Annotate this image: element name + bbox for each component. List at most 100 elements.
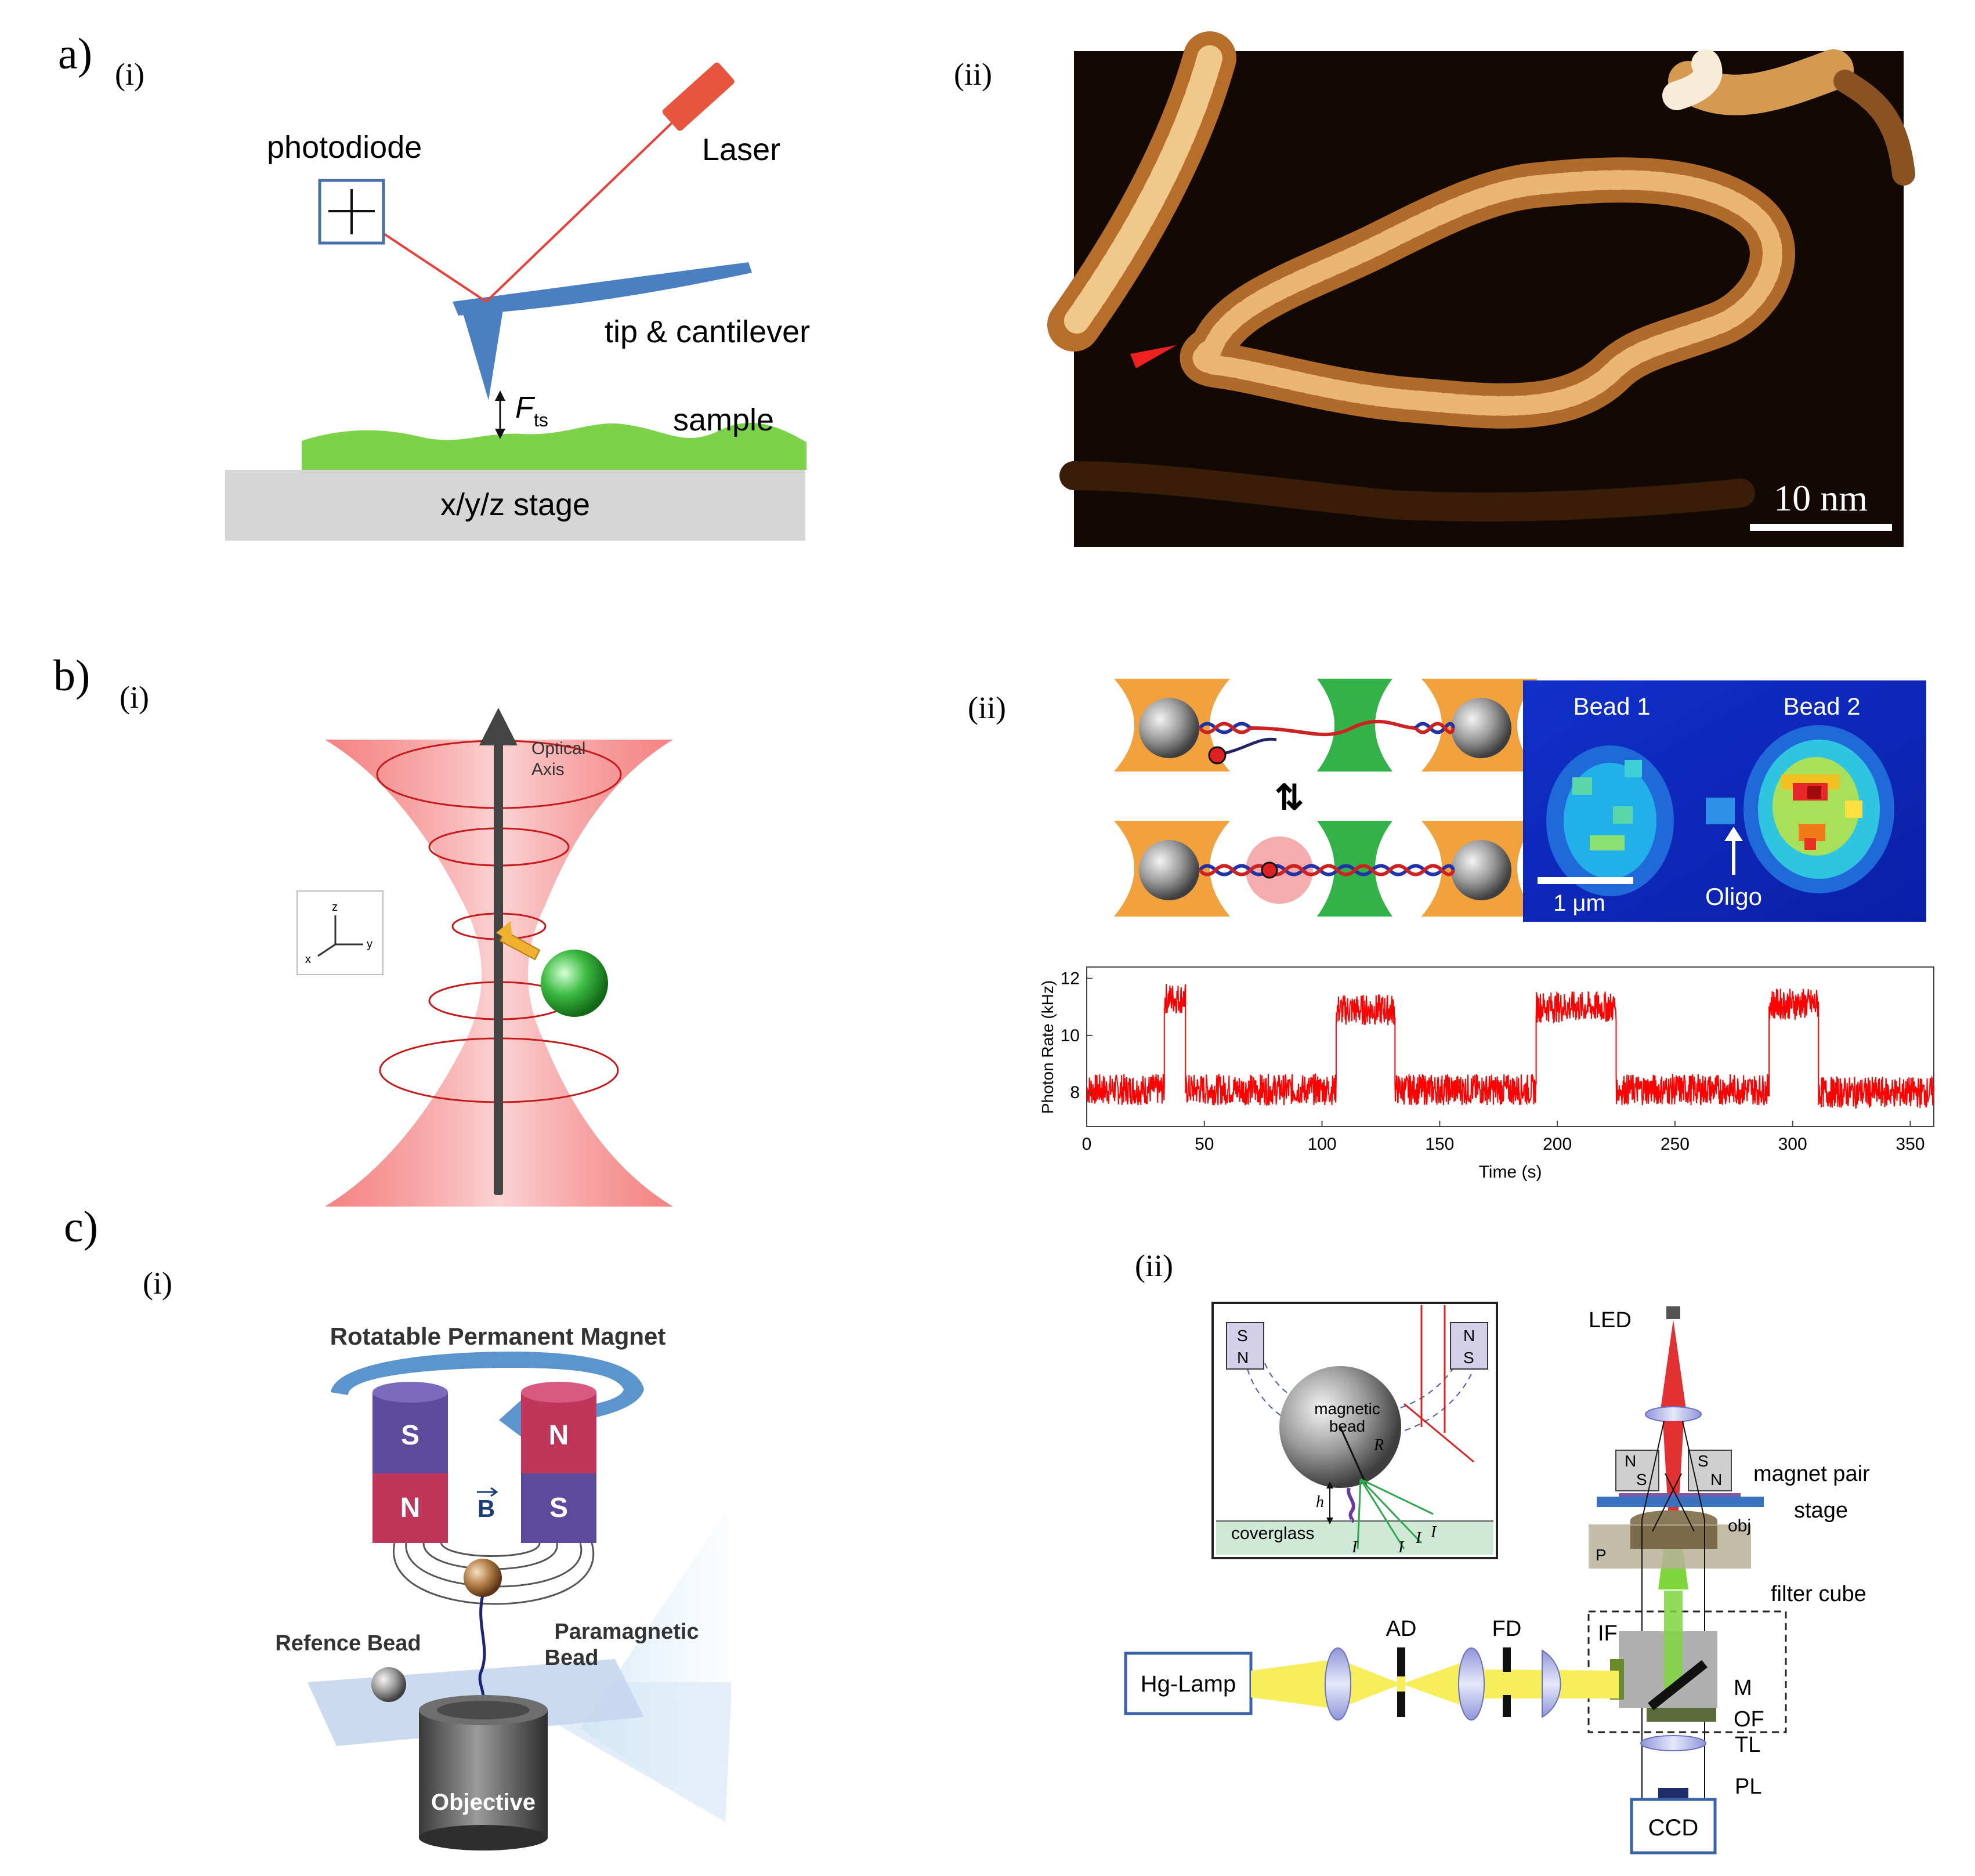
dichroic-mirror xyxy=(1648,1660,1708,1711)
magnet-pair: N S S N xyxy=(1615,1450,1732,1491)
x-tick-label: 250 xyxy=(1661,1135,1690,1154)
photodiode-label: photodiode xyxy=(267,130,422,165)
panel-b-letter: b) xyxy=(53,651,90,700)
panel-b: b) (i) Optical Axis z xyxy=(53,651,1934,1207)
axis-z-label: z xyxy=(332,901,338,914)
reference-bead xyxy=(371,1667,406,1702)
laser-label: Laser xyxy=(702,132,780,167)
oligo-blob xyxy=(1706,798,1735,824)
OF-label: OF xyxy=(1734,1707,1764,1732)
equilibrium-arrows: ⇅ xyxy=(1275,778,1304,817)
series-line-0 xyxy=(1086,984,1934,1109)
pair-right-S: S xyxy=(1698,1452,1709,1470)
P-label: P xyxy=(1596,1546,1607,1564)
ccd-label: CCD xyxy=(1648,1815,1699,1841)
AD-label: AD xyxy=(1386,1617,1417,1641)
bead-2-label: Bead 2 xyxy=(1783,693,1860,720)
y-tick-label: 10 xyxy=(1061,1026,1080,1045)
panel-c-letter: c) xyxy=(64,1203,98,1251)
afm-tip xyxy=(461,306,504,400)
FD-label: FD xyxy=(1492,1617,1522,1641)
optical-axis-label-1: Optical xyxy=(531,739,585,758)
x-tick-label: 350 xyxy=(1896,1135,1925,1154)
cantilever xyxy=(453,262,752,316)
afm-scalebar-label: 10 nm xyxy=(1774,477,1868,519)
inset-I0-b: I xyxy=(1398,1538,1405,1556)
heatmap-scalebar xyxy=(1538,877,1633,884)
panel-a-letter: a) xyxy=(58,30,92,78)
inset-magnet-right-N: N xyxy=(1463,1327,1475,1345)
panel-a-i-label: (i) xyxy=(115,57,144,92)
microscope-setup: LED N S S N magnet pair stage obj P xyxy=(1124,1306,1870,1855)
optical-axis-line xyxy=(494,737,503,1195)
coverglass-label: coverglass xyxy=(1231,1524,1314,1543)
pair-right-N: N xyxy=(1710,1471,1722,1489)
panel-a: a) (i) x/y/z stage sample F ts tip & can… xyxy=(58,30,1915,547)
dna-tether xyxy=(478,1595,486,1704)
force-subscript: ts xyxy=(534,410,548,430)
x-tick-label: 0 xyxy=(1082,1135,1092,1154)
x-tick-label: 150 xyxy=(1425,1135,1454,1154)
paramagnetic-bead xyxy=(464,1559,502,1597)
inset-bead-label-2: bead xyxy=(1329,1417,1365,1435)
tube-lens xyxy=(1640,1735,1706,1751)
afm-scalebar xyxy=(1750,524,1892,531)
field-vector-arrow xyxy=(477,1487,498,1497)
inset-I2: I xyxy=(1430,1523,1437,1541)
laser-icon xyxy=(662,62,735,131)
bead-heatmap: Bead 1 Bead 2 Oligo 1 μm xyxy=(1523,680,1926,922)
magnet-right: N S xyxy=(521,1382,596,1543)
axis-x-label: x xyxy=(305,953,311,966)
hg-lamp-box xyxy=(1124,1652,1253,1715)
magnet-right-S: S xyxy=(549,1493,568,1523)
afm-image: 10 nm xyxy=(1047,31,1915,547)
stage-plate xyxy=(1597,1497,1764,1507)
inset-I0-a: I xyxy=(1351,1538,1358,1556)
IF-label: IF xyxy=(1598,1621,1618,1646)
pair-left-S: S xyxy=(1636,1471,1647,1489)
x-tick-label: 50 xyxy=(1195,1135,1214,1154)
dumbbell-schematic: ⇅ xyxy=(1114,679,1538,917)
sample-label: sample xyxy=(673,403,774,437)
filter-cube-label: filter cube xyxy=(1771,1582,1867,1606)
x-tick-label: 200 xyxy=(1543,1135,1572,1154)
lamp-lens-1 xyxy=(1325,1647,1351,1721)
polarizer xyxy=(1658,1788,1688,1799)
chart-ylabel: Photon Rate (kHz) xyxy=(1039,980,1057,1114)
force-label: F xyxy=(515,391,536,425)
magnetic-tweezers: Rotatable Permanent Magnet S N N S xyxy=(275,1323,731,1850)
panel-b-i-label: (i) xyxy=(120,680,149,715)
pair-left-N: N xyxy=(1625,1452,1636,1470)
bead-2-blob xyxy=(1744,725,1894,893)
magnet-left-S: S xyxy=(401,1420,419,1451)
panel-a-ii-label: (ii) xyxy=(954,57,992,92)
field-B-label: B xyxy=(478,1495,495,1522)
x-tick-label: 300 xyxy=(1778,1135,1807,1154)
PL-label: PL xyxy=(1735,1774,1761,1799)
cantilever-label: tip & cantilever xyxy=(605,314,810,349)
ccd-box xyxy=(1630,1798,1717,1855)
bead-1-label: Bead 1 xyxy=(1573,693,1650,720)
magnet-title: Rotatable Permanent Magnet xyxy=(330,1323,666,1350)
obj-label: obj xyxy=(1728,1516,1751,1535)
panel-c-ii-label: (ii) xyxy=(1135,1248,1173,1283)
heatmap-scalebar-label: 1 μm xyxy=(1553,890,1605,916)
bead-detail-inset: coverglass S N N S magnetic bead R h xyxy=(1211,1302,1498,1559)
led-condenser-lens xyxy=(1645,1406,1702,1422)
x-tick-label: 100 xyxy=(1308,1135,1337,1154)
sample-surface xyxy=(302,422,806,470)
y-tick-label: 8 xyxy=(1070,1083,1080,1102)
trapped-bead xyxy=(541,950,608,1017)
photodiode-icon xyxy=(318,179,385,245)
lamp-lens-2 xyxy=(1458,1647,1485,1721)
para-bead-label-1: Paramagnetic xyxy=(554,1620,699,1644)
axis-y-label: y xyxy=(367,938,372,951)
inset-magnet-left-N: N xyxy=(1237,1349,1249,1367)
oligo-label: Oligo xyxy=(1705,883,1762,910)
stage-label: x/y/z stage xyxy=(440,487,590,522)
afm-schematic: x/y/z stage sample F ts tip & cantilever… xyxy=(225,62,810,541)
panel-b-ii-label: (ii) xyxy=(968,690,1006,725)
objective-label: Objective xyxy=(431,1790,536,1815)
